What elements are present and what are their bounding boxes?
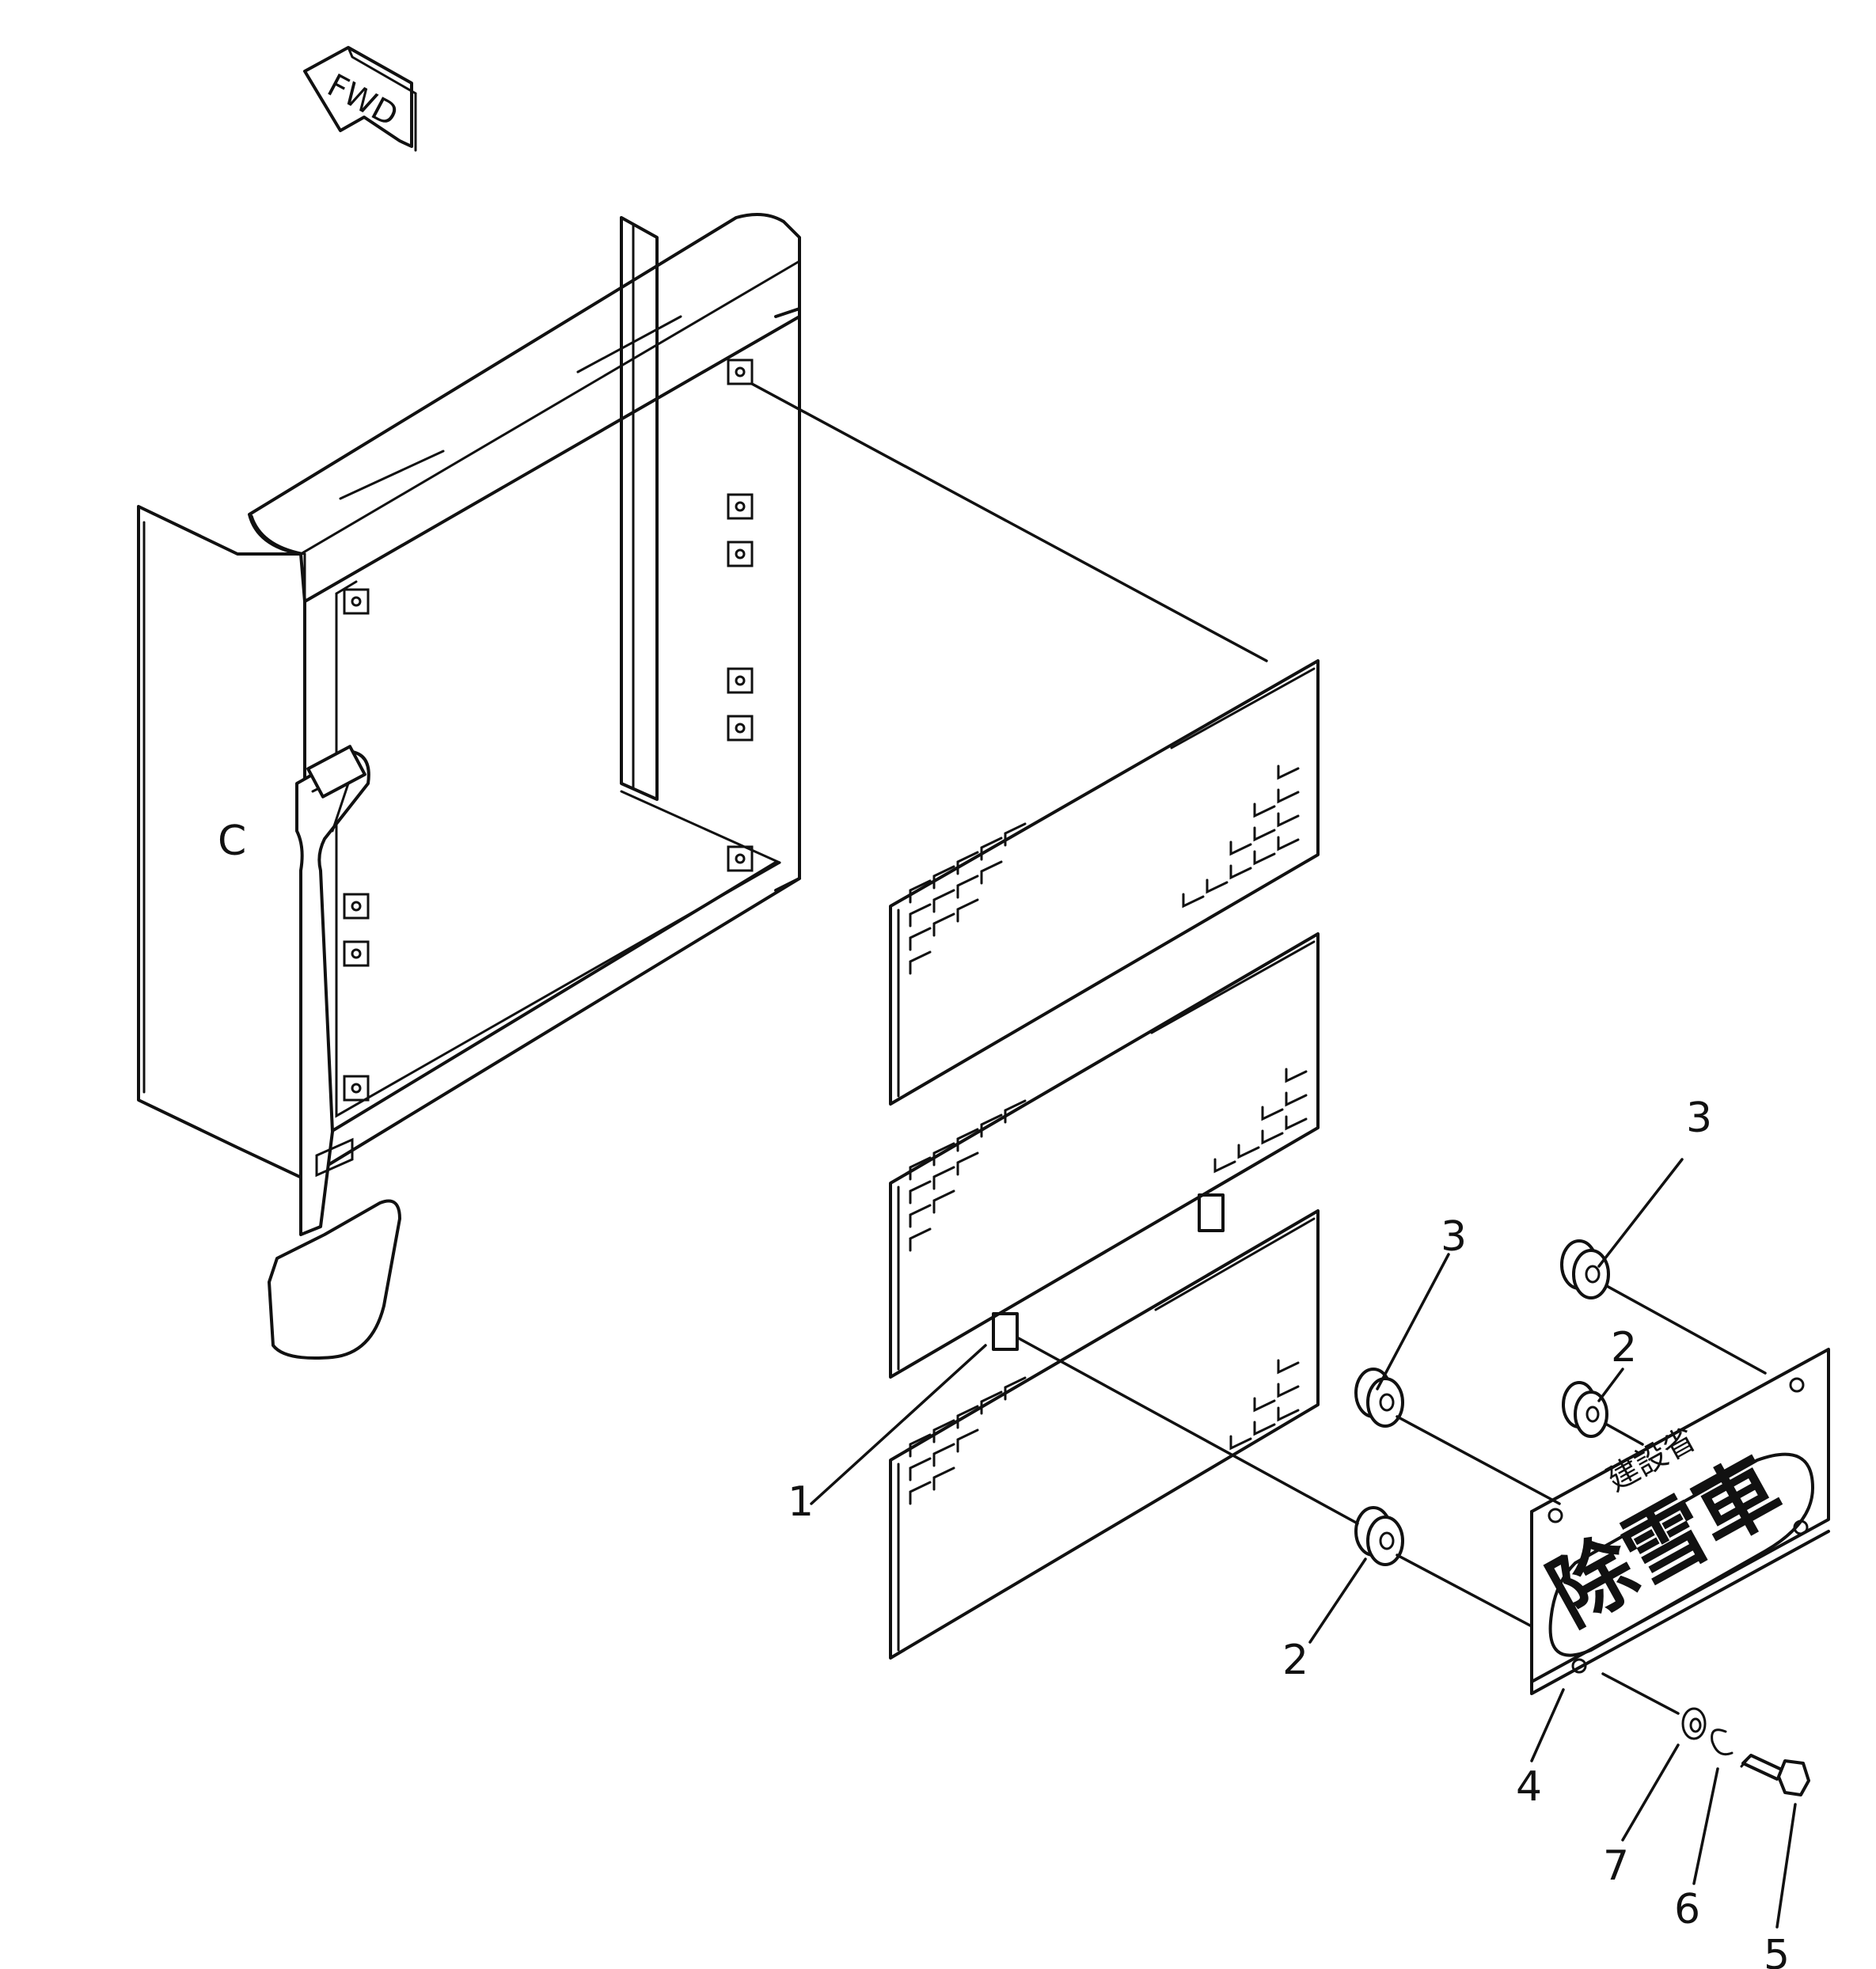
panel-middle [889,932,1320,1379]
collar-left [1354,1368,1404,1428]
panel-bottom [889,1209,1320,1660]
callouts: 1 2 2 3 3 4 5 6 7 [788,1095,1790,1969]
fwd-arrow-icon: FWD [303,46,417,152]
lock-washer [1711,1728,1734,1756]
callout-2-upper: 2 [1611,1324,1637,1371]
spacer-lower-left [1354,1506,1404,1566]
callout-1: 1 [788,1478,814,1526]
washer [1681,1707,1707,1740]
side-mark: C [218,818,246,865]
callout-4: 4 [1516,1763,1542,1811]
callout-3-right: 3 [1686,1095,1712,1142]
assembly-lines [750,382,1767,1715]
callout-7: 7 [1603,1842,1629,1890]
callout-2-lower: 2 [1282,1637,1308,1684]
callout-6: 6 [1674,1886,1700,1933]
spacer-upper-right [1562,1381,1608,1438]
callout-leaders [810,1158,1797,1929]
shovel [268,745,401,1360]
callout-3-left: 3 [1441,1213,1467,1261]
fwd-label: FWD [321,67,404,134]
panel-top [889,659,1320,1106]
frame-assembly: C [137,213,801,1181]
callout-5: 5 [1764,1932,1790,1969]
collar-right [1560,1239,1610,1299]
bolt [1740,1754,1810,1796]
